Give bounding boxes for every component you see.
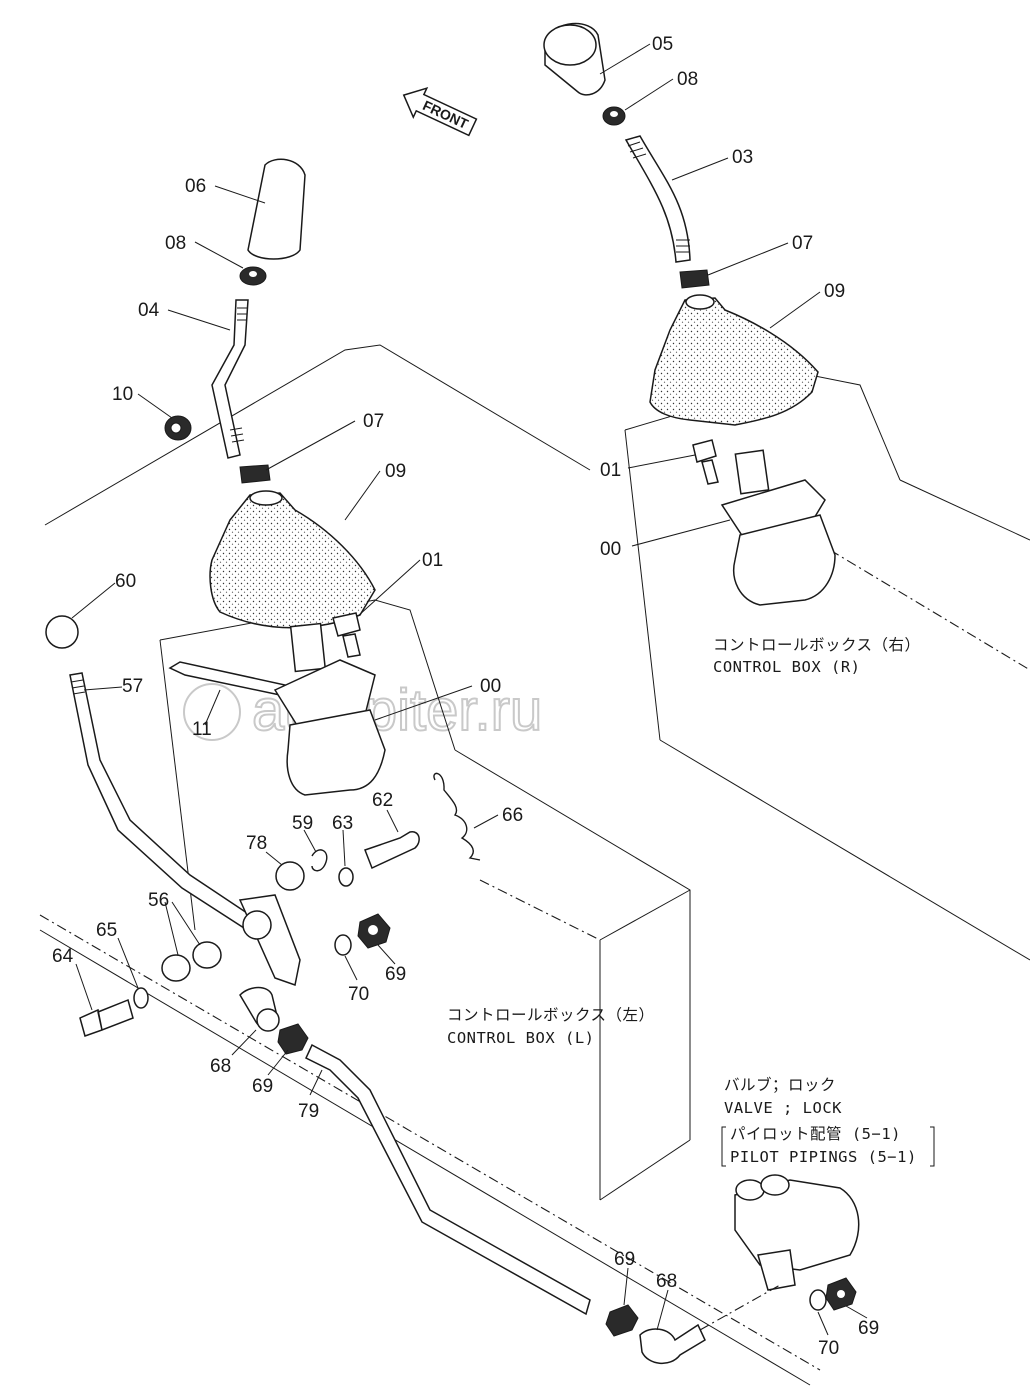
lever-rod-04-icon [211, 299, 249, 459]
control-box-left-caption-en: CONTROL BOX (L) [447, 1029, 594, 1047]
label-07-left: 07 [363, 411, 384, 432]
bolt-01-icon [692, 439, 719, 485]
elbow-68b-icon [639, 1323, 706, 1364]
spring-66-icon [433, 772, 481, 861]
nut-69b-icon [277, 1023, 309, 1055]
label-63: 63 [332, 813, 353, 834]
label-03: 03 [732, 147, 753, 168]
control-box-right-caption-jp: コントロールボックス（右） [713, 636, 921, 654]
label-04: 04 [138, 300, 160, 321]
captions: コントロールボックス（右） CONTROL BOX (R) コントロールボックス… [447, 636, 921, 1166]
snap-ring-63-icon [338, 867, 354, 887]
label-65: 65 [96, 920, 117, 941]
control-box-right-caption-en: CONTROL BOX (R) [713, 658, 860, 676]
leader-lines [71, 43, 935, 1336]
bushing-56a-icon [161, 954, 191, 982]
ball-knob-60-icon [45, 615, 79, 649]
lock-valve-icon [734, 1179, 860, 1271]
label-07-right: 07 [792, 233, 813, 254]
lever-plate-icon [238, 894, 301, 986]
label-68-valve: 68 [656, 1271, 677, 1292]
bushing-56b-icon [192, 941, 222, 969]
label-70-box: 70 [348, 984, 369, 1005]
label-11: 11 [192, 719, 212, 740]
label-09-right: 09 [824, 281, 845, 302]
label-10: 10 [112, 384, 133, 405]
lever-rod-03-icon [624, 135, 691, 263]
label-59: 59 [292, 813, 313, 834]
lock-valve-assembly [605, 1174, 860, 1364]
valve-caption-en: VALVE ; LOCK [724, 1099, 842, 1117]
label-69-box: 69 [385, 964, 406, 985]
pin-62-icon [364, 831, 420, 870]
washer-70a-icon [334, 934, 352, 956]
label-66: 66 [502, 805, 523, 826]
control-box-left-caption-jp: コントロールボックス（左） [447, 1006, 655, 1024]
label-05: 05 [652, 34, 673, 55]
label-56: 56 [148, 890, 169, 911]
valve-caption-jp: バルブ；ロック [724, 1075, 836, 1094]
collar-78-icon [275, 861, 305, 891]
label-01-left: 01 [422, 550, 443, 571]
label-64: 64 [52, 946, 74, 967]
left-lever-assembly [45, 158, 591, 1316]
nut-69c-icon [605, 1304, 639, 1337]
label-60: 60 [115, 571, 136, 592]
bolt-64-icon [79, 998, 134, 1037]
right-lever-assembly [543, 22, 836, 606]
label-68-left: 68 [210, 1056, 231, 1077]
label-57: 57 [122, 676, 143, 697]
label-08-left: 08 [165, 233, 186, 254]
pilot-piping-caption-en: PILOT PIPINGS (5−1) [730, 1148, 917, 1166]
label-06: 06 [185, 176, 206, 197]
label-09-left: 09 [385, 461, 406, 482]
boot-09-icon [649, 297, 819, 426]
valve-00b-icon [289, 622, 327, 673]
label-01-right: 01 [600, 460, 621, 481]
pipe-79-icon [305, 1043, 591, 1316]
label-00-left: 00 [480, 676, 501, 697]
front-arrow-icon: FRONT [402, 87, 478, 137]
washer-70b-icon [809, 1289, 827, 1311]
part-labels: 05 08 03 07 09 01 00 06 08 04 10 07 09 0… [52, 34, 879, 1359]
label-79: 79 [298, 1101, 319, 1122]
nut-07-icon [679, 269, 710, 289]
label-70-valve: 70 [818, 1338, 839, 1359]
label-00-right: 00 [600, 539, 621, 560]
clip-59-icon [311, 849, 328, 872]
label-69-valve-a: 69 [614, 1249, 635, 1270]
nut-07b-icon [239, 464, 271, 484]
knob-06-icon [247, 158, 306, 260]
label-69-valve-b: 69 [858, 1318, 879, 1339]
washer-65-icon [133, 987, 149, 1009]
bolt-01b-icon [332, 612, 361, 658]
label-69-left: 69 [252, 1076, 273, 1097]
front-label: FRONT [420, 97, 471, 132]
label-78: 78 [246, 833, 267, 854]
label-08-right: 08 [677, 69, 698, 90]
pilot-piping-caption-jp: パイロット配管 (5−1) [730, 1125, 901, 1143]
label-62: 62 [372, 790, 393, 811]
